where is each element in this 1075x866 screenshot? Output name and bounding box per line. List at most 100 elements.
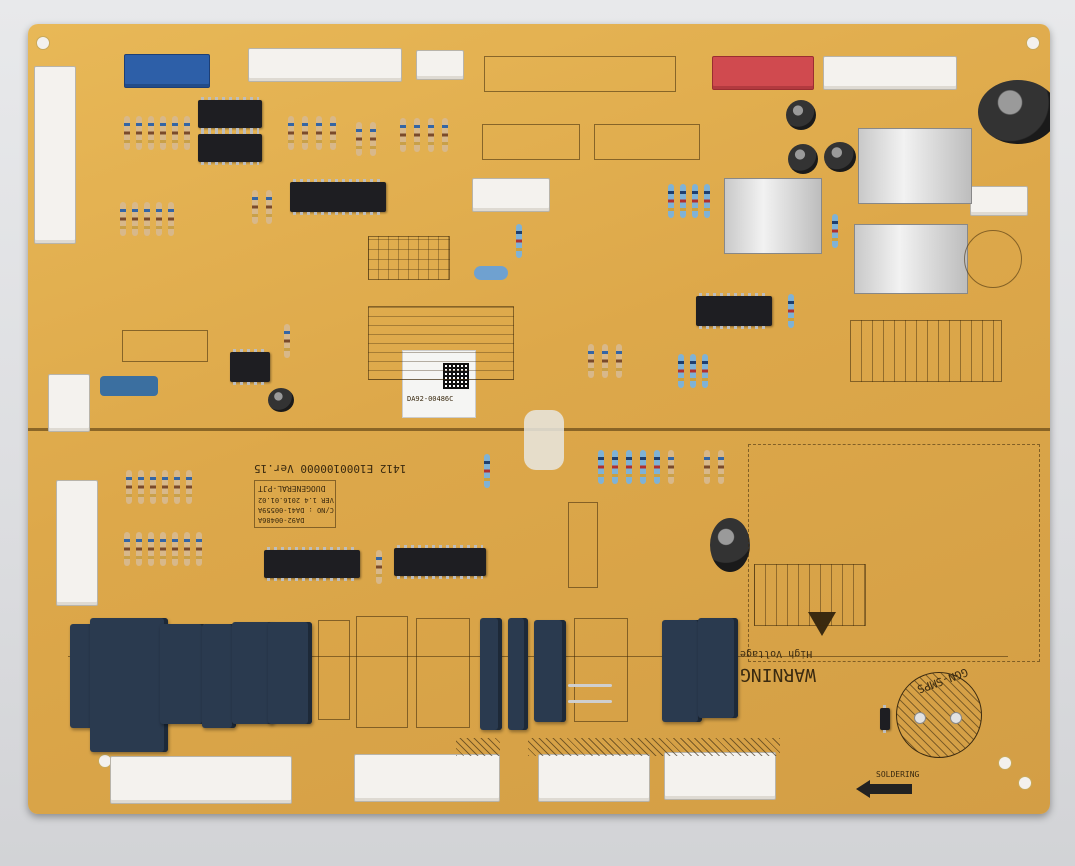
resistor (832, 214, 838, 248)
resistor (144, 202, 150, 236)
buzzer-outline (964, 230, 1022, 288)
resistor (266, 190, 272, 224)
resistor (442, 118, 448, 152)
board-cutout (524, 410, 564, 470)
relay (232, 622, 274, 724)
heatsink (724, 178, 822, 254)
resistor (132, 202, 138, 236)
ic-chip (394, 545, 486, 579)
resistor (284, 324, 290, 358)
resistor (288, 116, 294, 150)
capacitor (788, 144, 818, 174)
connector-top (823, 56, 957, 90)
resistor (252, 190, 258, 224)
connector-outline (568, 502, 598, 588)
resistor (160, 532, 166, 566)
resistor (136, 532, 142, 566)
resistor (654, 450, 660, 484)
relay-outline (416, 618, 470, 728)
ic-chip (230, 349, 270, 385)
connector-mid (472, 178, 550, 212)
relay (202, 624, 236, 728)
regulator (198, 131, 262, 165)
resistor (428, 118, 434, 152)
jumper-wire (568, 684, 612, 687)
connector-left (34, 66, 76, 244)
capacitor (268, 388, 294, 412)
resistor (184, 532, 190, 566)
connector-bottom (664, 752, 776, 800)
resistor (616, 344, 622, 378)
part-block-line2: C/NO : DA41-00559A (258, 506, 334, 514)
resistor (174, 470, 180, 504)
resistor (376, 550, 382, 584)
resistor (168, 202, 174, 236)
resistor (356, 122, 362, 156)
connector-left (48, 374, 90, 432)
relay (268, 622, 312, 724)
resistor (126, 470, 132, 504)
heatsink (854, 224, 968, 294)
inductor (100, 376, 158, 396)
relay (160, 624, 206, 724)
resistor (148, 116, 154, 150)
resistor (196, 532, 202, 566)
capacitor (710, 518, 750, 572)
hatched-area (456, 738, 500, 756)
warning-triangle-icon (808, 612, 836, 636)
resistor (668, 450, 674, 484)
soldering-arrow-icon (856, 780, 870, 798)
resistor (162, 470, 168, 504)
ic-chip (264, 547, 360, 581)
resistor (172, 116, 178, 150)
resistor (330, 116, 336, 150)
resistor (156, 202, 162, 236)
resistor (678, 354, 684, 388)
relay (662, 620, 702, 722)
resistor (136, 116, 142, 150)
screw-terminal (950, 712, 962, 724)
sticker-code: DA92-00486C (407, 395, 454, 403)
resistor (588, 344, 594, 378)
resistor (150, 470, 156, 504)
connector-bottom (354, 754, 500, 802)
part-block-line4: DUOGENERAL-PJT (258, 484, 326, 493)
relay-outline (356, 616, 408, 728)
connector-top (416, 50, 464, 80)
resistor (668, 184, 674, 218)
resistor (702, 354, 708, 388)
resistor (186, 470, 192, 504)
trace-comb (850, 320, 1002, 382)
resistor (516, 224, 522, 258)
connector-right (970, 186, 1028, 216)
resistor (602, 344, 608, 378)
mounting-hole (1026, 36, 1040, 50)
capacitor (978, 80, 1050, 144)
part-block-line3: VER 1.4 2016.01.02 (258, 496, 334, 504)
part-block-line1: DA92-00486A (258, 516, 305, 524)
screw-terminal (914, 712, 926, 724)
relay (480, 618, 502, 730)
resistor (640, 450, 646, 484)
resistor (124, 116, 130, 150)
inductor (474, 266, 508, 280)
connector-blue (124, 54, 210, 88)
resistor (120, 202, 126, 236)
ic-chip (696, 293, 772, 329)
relay (90, 618, 168, 752)
mounting-hole (998, 756, 1012, 770)
resistor (184, 116, 190, 150)
resistor (148, 532, 154, 566)
capacitor (786, 100, 816, 130)
ic-outline (482, 124, 580, 160)
soldering-label: SOLDERING (876, 770, 920, 779)
table-block (368, 306, 514, 380)
capacitor (824, 142, 856, 172)
ic-outline (484, 56, 676, 92)
warning-title: WARNING (740, 664, 816, 685)
ic-outline (122, 330, 208, 362)
grid-block (368, 236, 450, 280)
relay (508, 618, 528, 730)
resistor (612, 450, 618, 484)
qr-sticker: DA92-00486C (402, 350, 476, 418)
